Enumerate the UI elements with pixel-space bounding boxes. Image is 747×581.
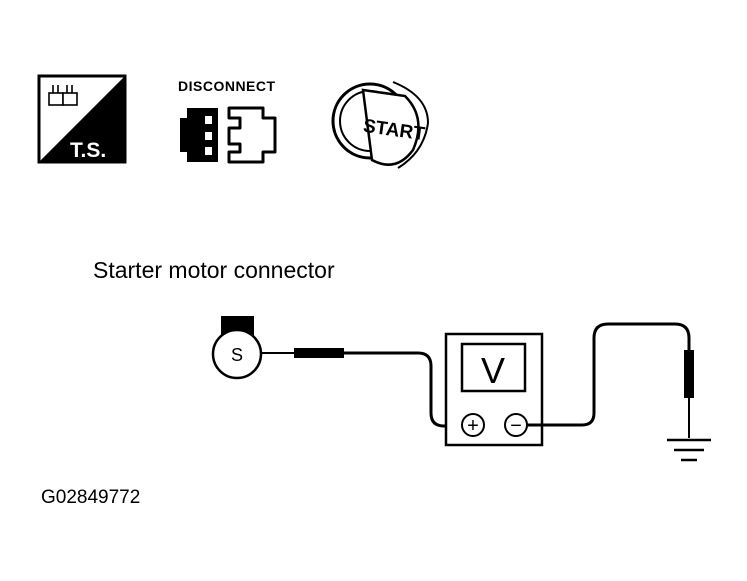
voltmeter-display: V bbox=[481, 350, 505, 391]
negative-test-lead bbox=[527, 322, 694, 438]
starter-motor-connector: S bbox=[211, 316, 263, 380]
diagram-title: Starter motor connector bbox=[93, 257, 335, 283]
disconnect-label: DISCONNECT bbox=[178, 78, 276, 94]
trouble-shooting-icon: T.S. bbox=[37, 74, 127, 164]
positive-test-lead bbox=[262, 348, 462, 428]
figure-id: G02849772 bbox=[41, 487, 140, 508]
connector-disconnect-icon: DISCONNECT bbox=[178, 78, 277, 164]
positive-terminal: + bbox=[467, 415, 479, 437]
s-terminal-label: S bbox=[231, 345, 243, 365]
voltmeter: V + − bbox=[444, 332, 544, 447]
ground-symbol bbox=[667, 438, 711, 462]
ignition-key-start-icon: START bbox=[331, 81, 430, 169]
trouble-shooting-label: T.S. bbox=[70, 139, 106, 162]
negative-terminal: − bbox=[510, 415, 522, 437]
